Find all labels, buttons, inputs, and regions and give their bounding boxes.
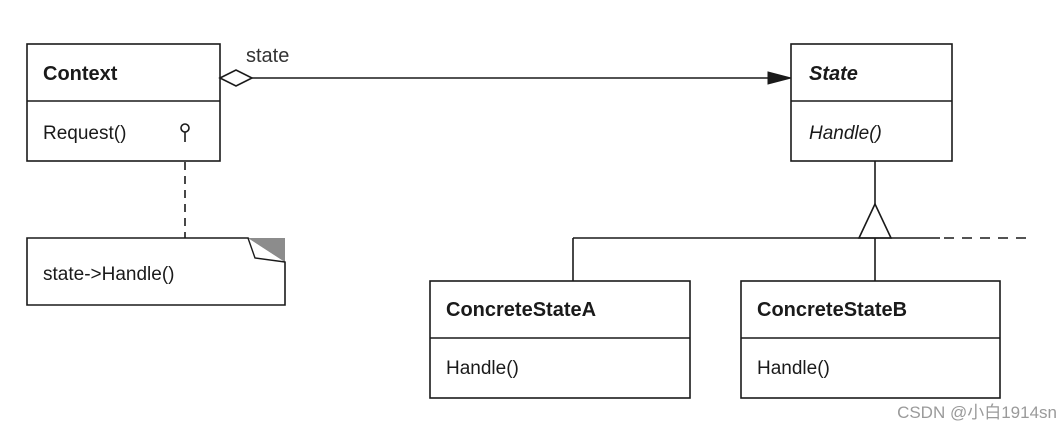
generalization-triangle bbox=[857, 202, 893, 239]
class-concrete-state-b-box bbox=[740, 280, 1001, 399]
class-concrete-state-b-name: ConcreteStateB bbox=[757, 299, 907, 321]
class-concrete-state-a-name: ConcreteStateA bbox=[446, 299, 596, 321]
aggregation-diamond bbox=[218, 69, 254, 87]
note-fold bbox=[247, 237, 286, 263]
note-text: state->Handle() bbox=[43, 264, 174, 285]
association-label: state bbox=[246, 45, 289, 67]
note-anchor-circle bbox=[180, 123, 190, 133]
class-state-box bbox=[790, 43, 953, 162]
note-group: state->Handle() bbox=[26, 123, 286, 306]
class-state-name: State bbox=[809, 63, 858, 85]
note-box bbox=[26, 237, 286, 306]
watermark: CSDN @小白1914sn bbox=[897, 403, 1057, 422]
class-context-name: Context bbox=[43, 63, 118, 85]
class-context-box bbox=[26, 43, 221, 162]
class-context-operation: Request() bbox=[43, 123, 126, 144]
class-concrete-state-a: ConcreteStateA Handle() bbox=[429, 280, 691, 399]
generalization-tree bbox=[572, 161, 1030, 281]
class-context: Context Request() bbox=[26, 43, 221, 162]
association-arrowhead bbox=[767, 71, 793, 85]
class-state-operation: Handle() bbox=[809, 123, 882, 144]
class-concrete-state-a-box bbox=[429, 280, 691, 399]
association-context-state: state bbox=[218, 45, 793, 87]
class-concrete-state-b-operation: Handle() bbox=[757, 358, 830, 379]
class-concrete-state-a-operation: Handle() bbox=[446, 358, 519, 379]
class-concrete-state-b: ConcreteStateB Handle() bbox=[740, 280, 1001, 399]
class-state: State Handle() bbox=[790, 43, 953, 162]
